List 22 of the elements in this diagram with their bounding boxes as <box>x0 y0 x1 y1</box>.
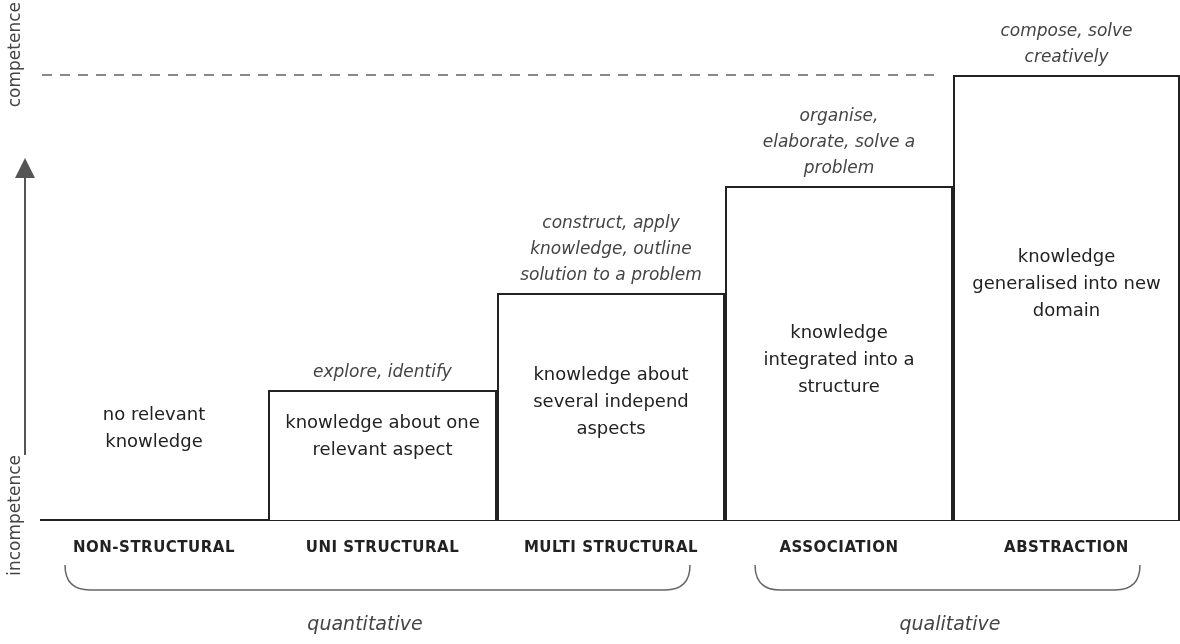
level-name: ABSTRACTION <box>1003 538 1130 556</box>
group-label: quantitative <box>306 612 424 634</box>
level-bar <box>268 390 497 520</box>
level-text: knowledge generalised into new domain <box>971 244 1162 322</box>
axis-label: competence <box>4 2 24 108</box>
verb-text: construct, apply knowledge, outline solution to a problem <box>519 211 703 286</box>
level-name: NON-STRUCTURAL <box>72 538 236 556</box>
level-name: ASSOCIATION <box>778 538 900 556</box>
level-name: MULTI STRUCTURAL <box>522 538 700 556</box>
level-bar <box>497 293 725 520</box>
level-text: no relevant knowledge <box>80 400 228 454</box>
verb-text: organise, elaborate, solve a problem <box>761 104 917 179</box>
level-text: knowledge about one relevant aspect <box>284 410 481 461</box>
level-text: knowledge integrated into a structure <box>762 320 916 398</box>
level-bar <box>953 75 1180 520</box>
group-label: qualitative <box>898 612 1002 634</box>
verb-text: compose, solve creatively <box>999 19 1134 68</box>
level-bar <box>725 186 953 520</box>
level-name: UNI STRUCTURAL <box>304 538 461 556</box>
verb-text: explore, identify <box>312 360 453 383</box>
axis-label: incompetence <box>4 455 24 576</box>
level-text: knowledge about several independ aspects <box>532 362 690 440</box>
